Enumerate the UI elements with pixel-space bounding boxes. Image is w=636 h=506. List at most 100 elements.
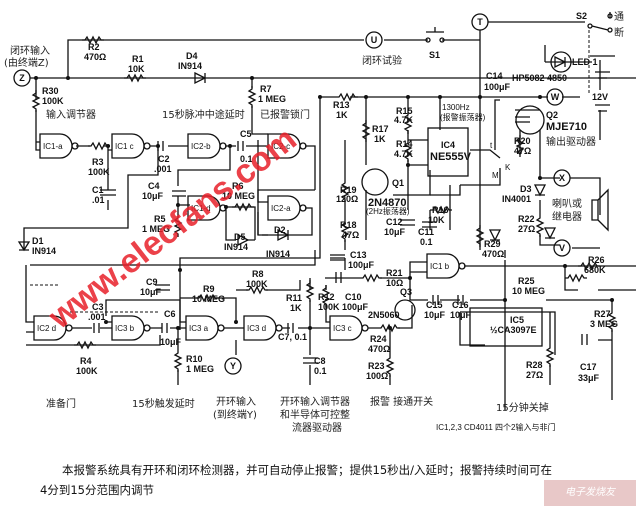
r21-value: 10Ω <box>386 278 403 288</box>
c5-value: 0.1 <box>240 154 253 164</box>
caption-standby-gate: 准备门 <box>46 397 76 410</box>
caption-alarm-switch: 报警 接通开关 <box>370 395 433 408</box>
c2-ref: C2 <box>158 154 170 164</box>
r8-value: 100K <box>246 279 268 289</box>
closed-loop-test-label: 闭环试验 <box>362 54 402 67</box>
oscillator-1300-label: 1300Hz <box>442 103 470 112</box>
gate-ic3b-label: IC3 b <box>115 324 135 333</box>
switch-off-label: 断 <box>614 26 624 39</box>
r9-ref: R9 <box>203 284 215 294</box>
r30-value: 100K <box>42 96 64 106</box>
closed-loop-input-label: 闭环输入 <box>10 44 50 57</box>
q2-ref: Q2 <box>546 110 558 120</box>
battery-symbol <box>595 71 610 112</box>
gate-ic1a-label: IC1-a <box>43 142 63 151</box>
terminal-w[interactable]: W <box>546 88 564 106</box>
diode-symbols <box>17 71 557 252</box>
r25-ref: R25 <box>518 276 535 286</box>
gate-ic1d-label: IC1-d <box>191 204 211 213</box>
terminal-u[interactable]: U <box>365 31 383 49</box>
ic5-value: ½CA3097E <box>490 325 537 335</box>
r2-value: 470Ω <box>84 52 106 62</box>
terminal-t[interactable]: T <box>471 13 489 31</box>
terminal-y[interactable]: Y <box>224 357 242 375</box>
battery-label: 12V <box>592 92 608 102</box>
r29-value: 470Ω <box>482 249 504 259</box>
caption-open-regulator-3: 流器驱动器 <box>292 421 342 434</box>
q3-value: 2N5060 <box>368 310 400 320</box>
c11-value: 0.1 <box>420 237 433 247</box>
r7-ref: R7 <box>260 84 272 94</box>
c12-value: 10μF <box>384 227 406 237</box>
d4-value: IN914 <box>178 61 202 71</box>
c6-value: 10μF <box>160 337 182 347</box>
speaker-relay-label-2: 继电器 <box>552 210 582 223</box>
r4-value: 100K <box>76 366 98 376</box>
r22-ref: R22 <box>518 214 535 224</box>
switch-s1[interactable] <box>425 27 445 43</box>
gate-ic3c-label: IC3 c <box>333 324 352 333</box>
c1-value: .01 <box>92 195 105 205</box>
r14-value: 4.7K <box>394 149 414 159</box>
r17-ref: R17 <box>372 124 389 134</box>
r6-value: 10 MEG <box>222 191 255 201</box>
q1-value: 2N4870 <box>368 197 407 209</box>
c13-value: 100μF <box>348 260 375 270</box>
caption-trigger-delay: 15秒触发延时 <box>132 397 195 410</box>
terminal-z[interactable]: Z <box>13 69 31 87</box>
section-labels: 闭环输入 (由终端Z) 输入调节器 15秒脉冲中途延时 已报警锁门 闭环试验 1… <box>4 11 624 223</box>
s1-ref: S1 <box>429 50 440 60</box>
capacitor-symbols <box>93 116 588 364</box>
ic4-ref: IC4 <box>441 140 455 150</box>
r30-ref: R30 <box>42 86 59 96</box>
description-line-1: 本报警系统具有开环和闭环检测器，并可自动停止报警；提供15秒出/入延时；报警持续… <box>62 463 553 477</box>
switch-t-label: t <box>490 141 493 150</box>
ic4-chip <box>427 127 469 177</box>
r13-value: 1K <box>336 110 348 120</box>
gate-ic2a-label: IC2-a <box>271 204 291 213</box>
r23-value: 100Ω <box>366 371 388 381</box>
r28-ref: R28 <box>526 360 543 370</box>
r25-value: 10 MEG <box>512 286 545 296</box>
r14-ref: R14 <box>396 139 413 149</box>
description-line-2: 4分到15分范围内调节 <box>40 483 154 497</box>
armed-lock-gate-label: 已报警锁门 <box>260 108 310 121</box>
r21-ref: R21 <box>386 268 403 278</box>
speaker-relay-label-1: 喇叭或 <box>552 198 582 210</box>
q1-ref: Q1 <box>392 178 404 188</box>
terminal-u-label: U <box>371 35 378 45</box>
r26-ref: R26 <box>588 255 605 265</box>
r15-value: 4.7K <box>394 115 414 125</box>
r24-ref: R24 <box>370 334 387 344</box>
c7-label: C7, 0.1 <box>278 332 307 342</box>
c15-ref: C15 <box>426 300 443 310</box>
transistors <box>361 51 572 321</box>
c3-value: .001 <box>88 312 106 322</box>
closed-loop-input-sub: (由终端Z) <box>4 56 49 69</box>
c4-ref: C4 <box>148 181 160 191</box>
r17-value: 1K <box>374 134 386 144</box>
q2-value: MJE710 <box>546 121 587 133</box>
r7-value: 1 MEG <box>258 94 286 104</box>
caption-open-regulator-1: 开环输入调节器 <box>280 395 350 408</box>
terminal-x[interactable]: X <box>553 169 571 187</box>
c15-value: 10μF <box>424 310 446 320</box>
r5-ref: R5 <box>154 214 166 224</box>
c14-value: 100μF <box>484 82 511 92</box>
c10-value: 100μF <box>342 302 369 312</box>
oscillator-2hz-label: (2Hz振荡器) <box>366 206 410 216</box>
c16-ref: C16 <box>452 300 469 310</box>
terminal-t-label: T <box>477 17 483 27</box>
r11-value: 1K <box>290 303 302 313</box>
r18-ref: R18 <box>340 220 357 230</box>
r1-value: 10K <box>128 64 145 74</box>
r5-value: 1 MEG <box>142 224 170 234</box>
r16-ref: R16 <box>432 205 449 215</box>
switch-m-label: M <box>492 171 499 180</box>
gate-ic3d-label: IC3 d <box>247 324 266 333</box>
switch-s2[interactable] <box>587 13 613 33</box>
terminal-x-label: X <box>559 173 565 183</box>
input-regulator-label: 输入调节器 <box>46 108 96 121</box>
r24-value: 470Ω <box>368 344 390 354</box>
terminal-v[interactable]: V <box>553 239 571 257</box>
